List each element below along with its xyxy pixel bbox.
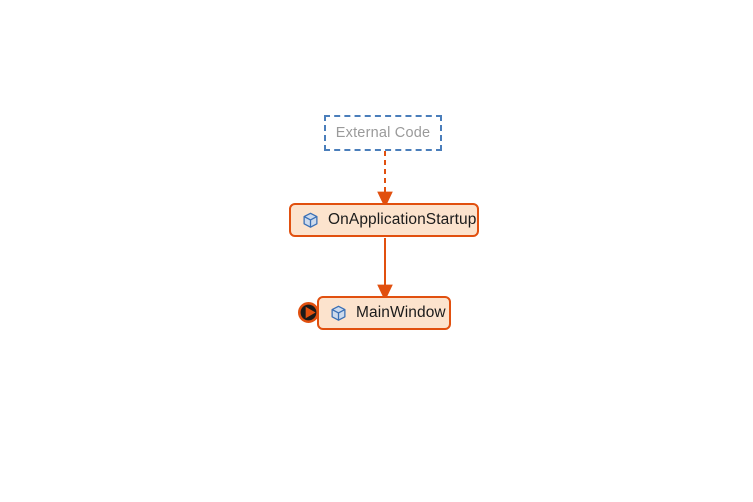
node-main-window[interactable]: MainWindow: [317, 296, 451, 330]
method-cube-icon: [331, 305, 346, 321]
node-external-code[interactable]: External Code: [324, 115, 442, 151]
debug-current-location-marker-icon[interactable]: [298, 302, 319, 323]
node-external-code-label: External Code: [335, 125, 431, 141]
node-main-window-label: MainWindow: [356, 304, 446, 321]
node-on-application-startup[interactable]: OnApplicationStartup: [289, 203, 479, 237]
method-cube-icon: [303, 212, 318, 228]
node-on-application-startup-label: OnApplicationStartup: [328, 211, 477, 228]
